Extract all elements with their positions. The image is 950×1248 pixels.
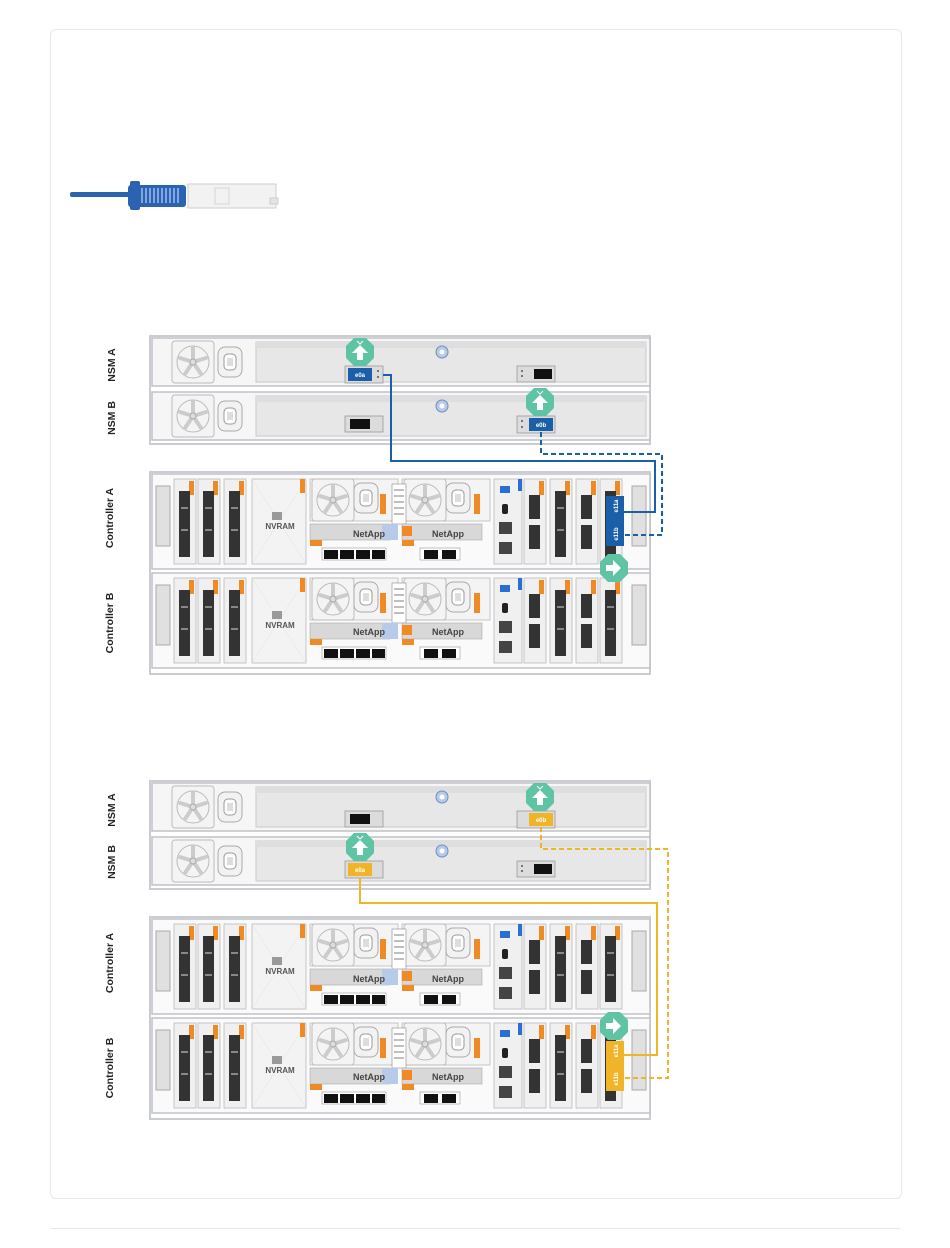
green-arrow-marker-icon <box>526 388 554 416</box>
port-label-nsm-b: e0a <box>355 868 366 874</box>
shelf-label-nsm-a: NSM A <box>106 793 118 827</box>
shelf-label-nsm-b: NSM B <box>106 401 118 435</box>
diagram-bottom: NSM A NSM B Controller A Controller B e0… <box>104 781 668 1119</box>
diagram-top: NSM A NSM B Controller A Controller B e0… <box>104 336 662 674</box>
netapp-logo: NetApp <box>353 974 385 984</box>
controller-a <box>152 919 650 1014</box>
nsm-a-module <box>152 338 650 386</box>
port-label-nsm-a: e0a <box>355 373 366 379</box>
nsm-b-module <box>152 837 650 885</box>
shelf-label-nsm-a: NSM A <box>106 348 118 382</box>
netapp-logo: NetApp <box>432 1072 464 1082</box>
nsm-b-module <box>152 392 650 440</box>
nvram-label: NVRAM <box>265 1066 295 1075</box>
netapp-logo: NetApp <box>432 627 464 637</box>
green-arrow-marker-icon <box>346 833 374 861</box>
nvram-label: NVRAM <box>265 522 295 531</box>
port-label-controller-e11b: e11b <box>614 527 620 541</box>
controller-label-b: Controller B <box>104 1037 116 1098</box>
controller-a <box>152 474 650 569</box>
controller-label-a: Controller A <box>104 932 116 993</box>
netapp-logo: NetApp <box>432 529 464 539</box>
port-label-controller-e11a: e11a <box>614 499 620 513</box>
sfp-cable-icon <box>70 181 278 210</box>
nvram-label: NVRAM <box>265 621 295 630</box>
netapp-logo: NetApp <box>353 1072 385 1082</box>
green-arrow-marker-icon <box>346 338 374 366</box>
shelf-label-nsm-b: NSM B <box>106 845 118 879</box>
green-arrow-marker-icon <box>526 783 554 811</box>
port-label-controller-e11b: e11b <box>614 1072 620 1086</box>
controller-b <box>152 573 650 668</box>
port-label-nsm-a: e0b <box>536 818 547 824</box>
green-arrow-marker-icon <box>600 1012 628 1040</box>
controller-b <box>152 1018 650 1113</box>
green-arrow-marker-icon <box>600 554 628 582</box>
controller-label-b: Controller B <box>104 592 116 653</box>
netapp-logo: NetApp <box>432 974 464 984</box>
nsm-a-module <box>152 783 650 831</box>
nvram-label: NVRAM <box>265 967 295 976</box>
port-label-controller-e11a: e11a <box>614 1044 620 1058</box>
netapp-logo: NetApp <box>353 529 385 539</box>
netapp-logo: NetApp <box>353 627 385 637</box>
controller-label-a: Controller A <box>104 487 116 548</box>
port-label-nsm-b: e0b <box>536 423 547 429</box>
